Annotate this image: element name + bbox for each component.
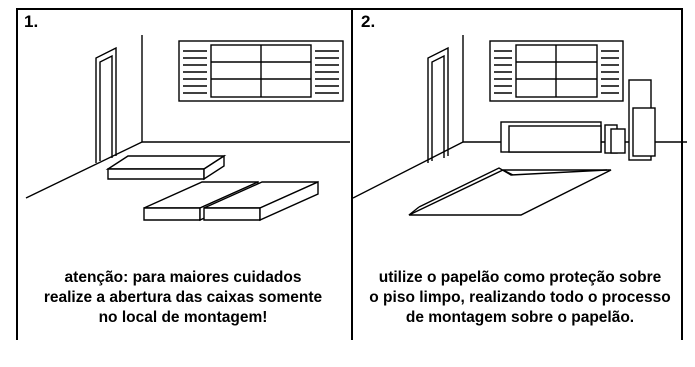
panel-2: 2. (353, 8, 687, 358)
window-icon (178, 40, 344, 102)
door-icon (95, 46, 117, 163)
cardboard-sheet (408, 167, 612, 216)
room-cardboard-illustration (353, 35, 687, 216)
box-front-right (203, 180, 319, 222)
door-icon (427, 46, 449, 163)
bottom-cut (16, 340, 683, 367)
window-icon (489, 40, 624, 102)
caption: utilize o papelão como proteção sobre o … (369, 269, 671, 326)
floor-left-line (25, 141, 143, 199)
stacked-boxes-back (500, 79, 656, 161)
panel-1: 1. (16, 8, 350, 358)
floor-left-line (353, 141, 464, 199)
panel-divider (351, 8, 353, 358)
panel-number: 2. (361, 12, 376, 31)
room-boxes-illustration (25, 35, 350, 222)
caption: atenção: para maiores cuidados realize a… (43, 269, 323, 326)
box-back (105, 154, 227, 181)
panel-number: 1. (24, 12, 39, 31)
